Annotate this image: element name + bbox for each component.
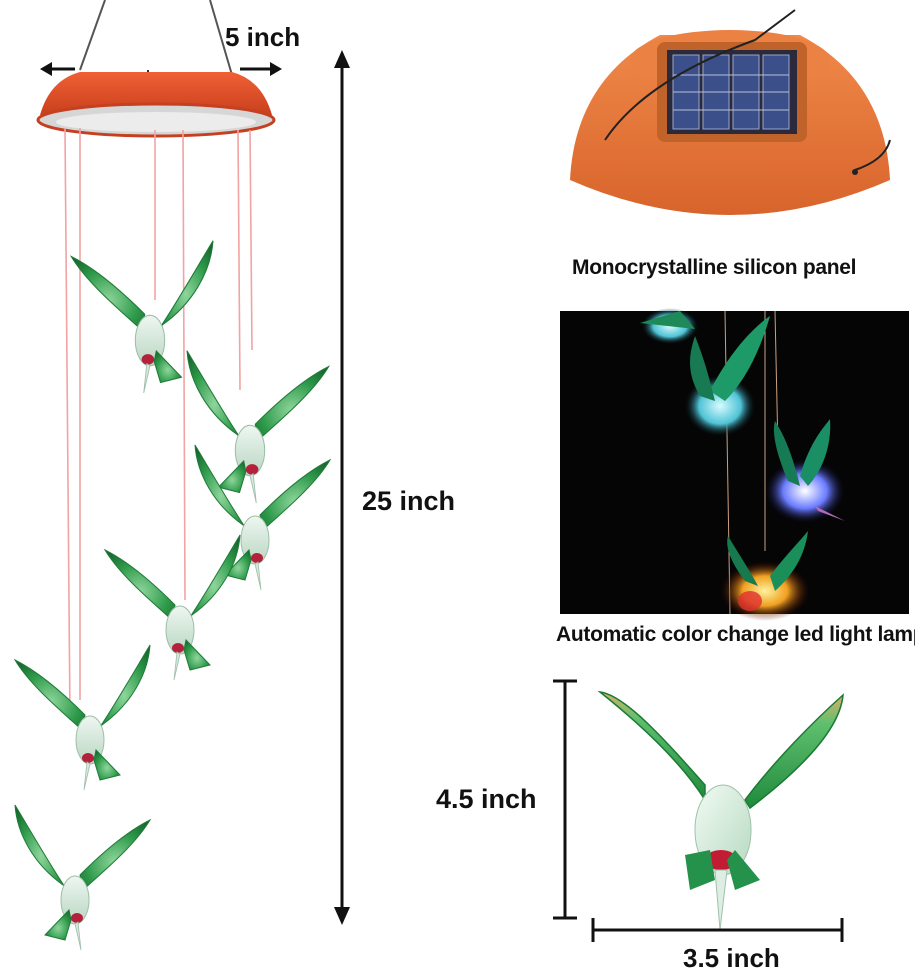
- wind-chime-illustration: [14, 0, 331, 951]
- bird-height-bracket: [553, 679, 577, 920]
- single-hummingbird: [597, 690, 844, 931]
- top-width-arrows: [40, 62, 282, 76]
- bird-height-label: 4.5 inch: [436, 784, 537, 814]
- bird-width-label: 3.5 inch: [683, 943, 780, 973]
- bird-width-bracket: [591, 918, 844, 942]
- total-length-label: 25 inch: [362, 486, 456, 516]
- top-width-label: 5 inch: [225, 22, 301, 52]
- led-lamp-caption: Automatic color change led light lamp: [556, 623, 915, 646]
- hanging-cord-left: [79, 0, 106, 71]
- solar-panel-photo: [570, 9, 891, 215]
- length-arrow: [334, 50, 350, 925]
- hanging-cord-right: [209, 0, 233, 76]
- solar-cap: [40, 72, 272, 115]
- led-night-photo: [560, 308, 909, 621]
- solar-panel-caption: Monocrystalline silicon panel: [572, 256, 857, 279]
